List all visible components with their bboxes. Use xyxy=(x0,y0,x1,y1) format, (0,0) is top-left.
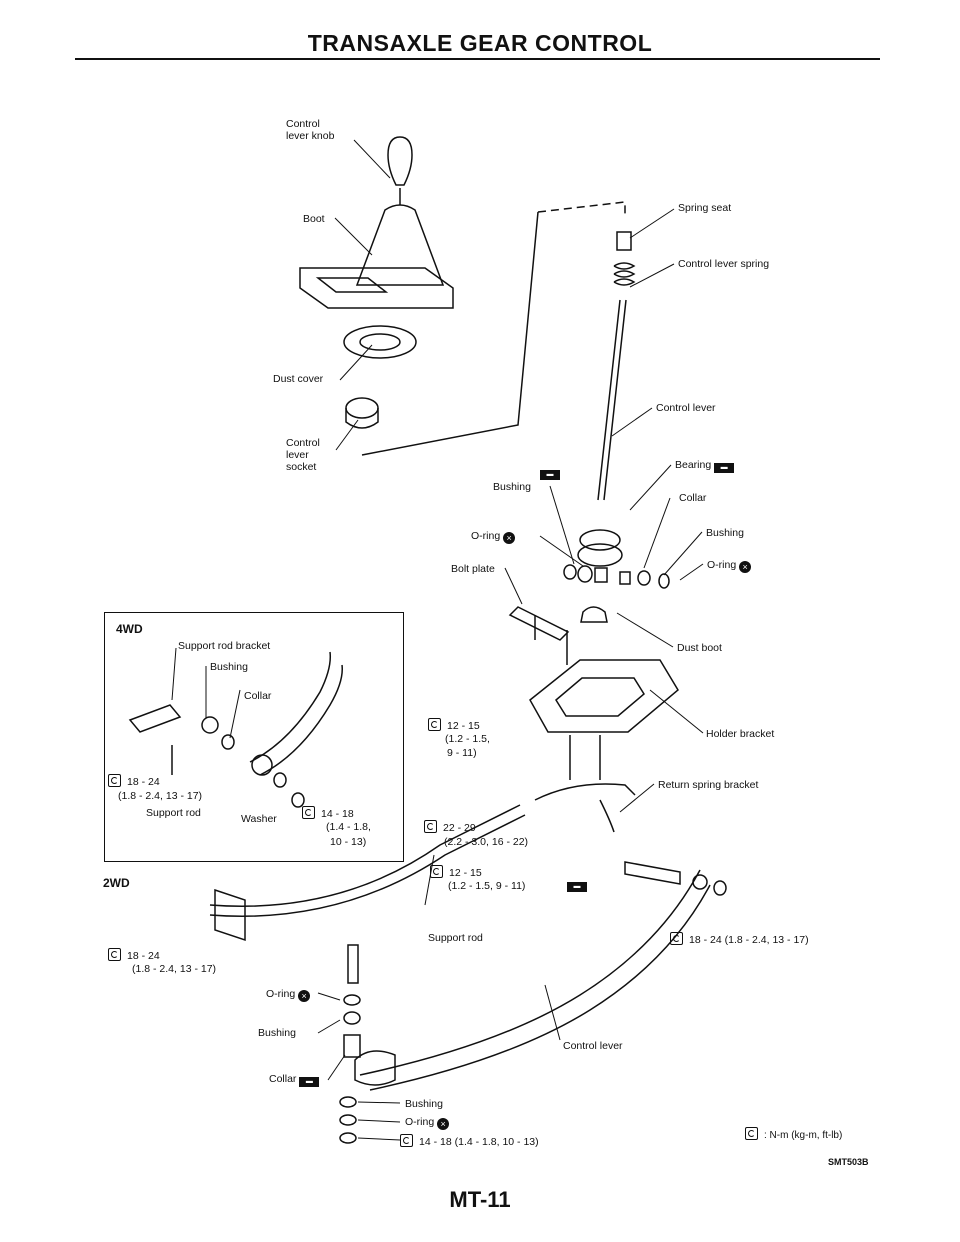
label-dust-boot: Dust boot xyxy=(677,642,722,654)
torque-1b: (1.2 - 1.5, xyxy=(445,733,490,745)
label-oring-bottom2: O-ring× xyxy=(405,1116,450,1130)
label-control-lever-socket: Control lever socket xyxy=(286,437,320,473)
torque-4wd-b2: (1.4 - 1.8, xyxy=(326,821,371,833)
replace-icon: × xyxy=(437,1118,450,1130)
box-4wd-title: 4WD xyxy=(116,622,143,636)
socket-shape xyxy=(345,397,379,419)
label-oring-left: O-ring× xyxy=(471,530,516,544)
torque-4wd-b: 14 - 18 xyxy=(302,806,354,820)
replace-icon: × xyxy=(739,561,752,573)
page-title: TRANSAXLE GEAR CONTROL xyxy=(307,30,653,56)
label-oring-bottom: O-ring× xyxy=(266,988,311,1002)
dust-cover-shape xyxy=(343,325,417,359)
torque-wrench-icon xyxy=(302,806,315,819)
section-2wd: 2WD xyxy=(103,876,130,890)
title-rule xyxy=(75,58,880,60)
grease-marker: ▬ xyxy=(567,878,587,892)
torque-wrench-icon xyxy=(400,1134,413,1147)
figure-code: SMT503B xyxy=(828,1157,869,1167)
box-4wd xyxy=(104,612,404,862)
spring-shape xyxy=(613,262,636,286)
label-4wd-collar: Collar xyxy=(244,690,272,702)
grease-icon: ▬ xyxy=(567,882,587,892)
label-4wd-bushing: Bushing xyxy=(210,661,248,673)
torque-2: 22 - 29 xyxy=(424,820,476,834)
label-control-lever-top: Control lever xyxy=(656,402,716,414)
torque-wrench-icon xyxy=(670,932,683,945)
torque-wrench-icon xyxy=(745,1127,758,1140)
torque-wrench-icon xyxy=(430,865,443,878)
replace-icon: × xyxy=(298,990,311,1002)
dust-boot-shape xyxy=(580,606,608,623)
holder-bracket-shape xyxy=(529,659,679,733)
bezel-shape xyxy=(299,267,454,309)
torque-wrench-icon xyxy=(424,820,437,833)
torque-3: 12 - 15 xyxy=(430,865,482,879)
torque-1c: 9 - 11) xyxy=(447,747,477,759)
label-spring-seat: Spring seat xyxy=(678,202,732,214)
torque-4: 18 - 24 (1.8 - 2.4, 13 - 17) xyxy=(670,932,809,946)
torque-6: 14 - 18 (1.4 - 1.8, 10 - 13) xyxy=(400,1134,539,1148)
label-collar-top: Collar xyxy=(679,492,707,504)
torque-3b: (1.2 - 1.5, 9 - 11) xyxy=(448,880,526,892)
support-rod-4wd-shape xyxy=(249,651,343,776)
replace-icon: × xyxy=(503,532,516,544)
label-bolt-plate: Bolt plate xyxy=(451,563,495,575)
label-support-rod-2wd: Support rod xyxy=(428,932,483,944)
label-bearing: Bearing ▬ xyxy=(675,459,735,473)
label-boot: Boot xyxy=(303,213,325,225)
grease-icon: ▬ xyxy=(299,1077,320,1087)
torque-4wd-b3: 10 - 13) xyxy=(330,836,367,848)
page-number: MT-11 xyxy=(449,1187,511,1212)
label-support-rod-bracket: Support rod bracket xyxy=(178,640,271,652)
torque-wrench-icon xyxy=(108,774,121,787)
grease-icon: ▬ xyxy=(714,463,735,473)
torque-1: 12 - 15 xyxy=(428,718,480,732)
label-dust-cover: Dust cover xyxy=(273,373,324,385)
label-bushing-bottom: Bushing xyxy=(258,1027,296,1039)
label-bushing-right: Bushing xyxy=(706,527,744,539)
label-bushing-left: Bushing xyxy=(493,481,531,493)
knob-shape xyxy=(387,136,413,186)
boot-shape xyxy=(355,204,445,286)
label-control-lever-knob: Control lever knob xyxy=(286,118,335,142)
control-lever-shape xyxy=(597,299,627,501)
label-bushing-bottom2: Bushing xyxy=(405,1098,443,1110)
label-oring-right: O-ring× xyxy=(707,559,752,573)
torque-wrench-icon xyxy=(428,718,441,731)
torque-4wd-a: 18 - 24 xyxy=(108,774,160,788)
torque-legend: : N-m (kg-m, ft-lb) xyxy=(745,1127,842,1141)
label-collar-bottom: Collar ▬ xyxy=(269,1073,320,1087)
label-return-spring-bracket: Return spring bracket xyxy=(658,779,759,791)
torque-wrench-icon xyxy=(108,948,121,961)
label-washer: Washer xyxy=(241,813,277,825)
label-control-lever-bottom: Control lever xyxy=(563,1040,623,1052)
spring-seat-shape xyxy=(616,231,632,251)
label-4wd-support-rod: Support rod xyxy=(146,807,201,819)
torque-2b: (2.2 - 3.0, 16 - 22) xyxy=(444,836,529,848)
torque-5: 18 - 24 xyxy=(108,948,160,962)
torque-5b: (1.8 - 2.4, 13 - 17) xyxy=(132,963,217,975)
control-lever-rod-shape xyxy=(359,869,711,1091)
grease-icon: ▬ xyxy=(540,470,560,480)
torque-4wd-a2: (1.8 - 2.4, 13 - 17) xyxy=(118,790,203,802)
grease-marker: ▬ xyxy=(540,466,560,480)
label-holder-bracket: Holder bracket xyxy=(706,728,775,740)
label-control-lever-spring: Control lever spring xyxy=(678,258,770,270)
